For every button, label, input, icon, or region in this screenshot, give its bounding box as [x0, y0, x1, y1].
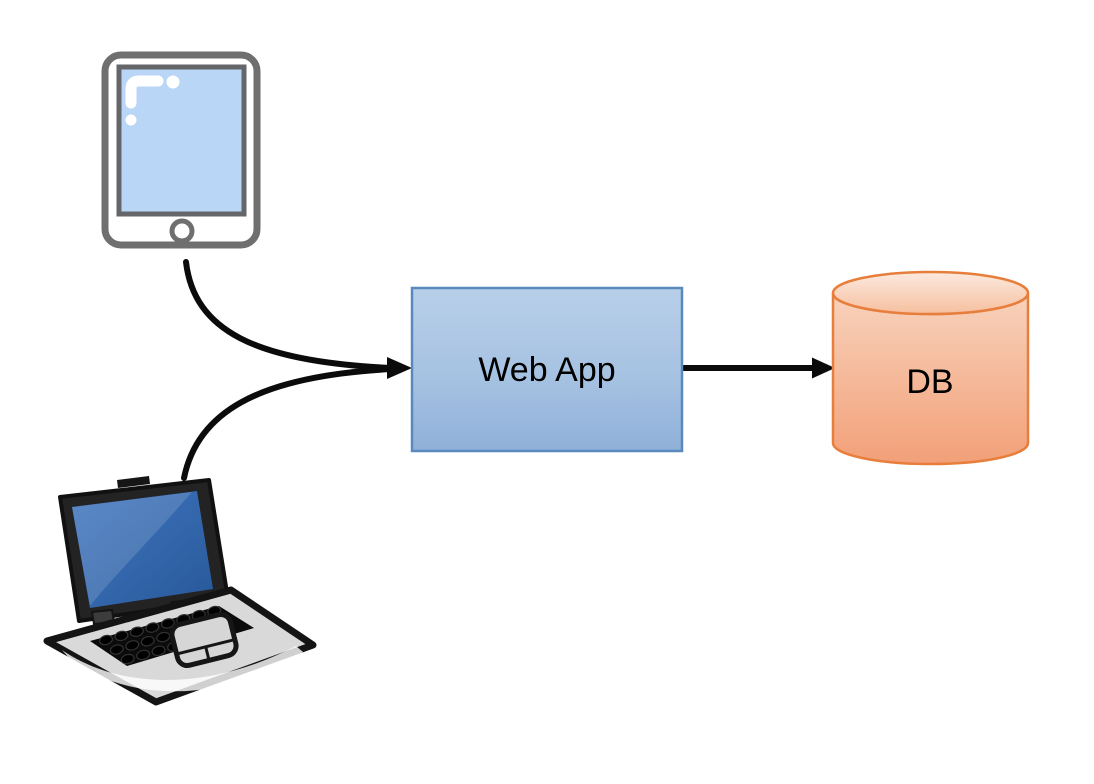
database-cylinder-top [831, 270, 1030, 316]
tablet-home-button [169, 218, 195, 244]
web-app-node: Web App [410, 286, 684, 453]
connector-tablet-to-webapp [183, 259, 395, 371]
web-app-label: Web App [478, 351, 615, 389]
connectors [181, 259, 835, 481]
db-label: DB [906, 363, 953, 401]
connector-laptop-to-webapp [181, 366, 395, 481]
laptop-screen-gloss [72, 492, 192, 606]
db-arrowhead [812, 357, 835, 379]
laptop-base-gloss [62, 646, 303, 692]
laptop-clasp [117, 476, 150, 488]
web-app-box [410, 286, 684, 453]
laptop-screen [72, 491, 213, 608]
laptop-icon [43, 476, 317, 706]
tablet-screen-reflection [125, 75, 180, 126]
tablet-screen [116, 64, 247, 217]
db-node: DB [831, 270, 1030, 466]
merged-arrowhead [387, 357, 412, 379]
laptop-touchpad [169, 611, 239, 669]
tablet-icon [101, 51, 261, 249]
